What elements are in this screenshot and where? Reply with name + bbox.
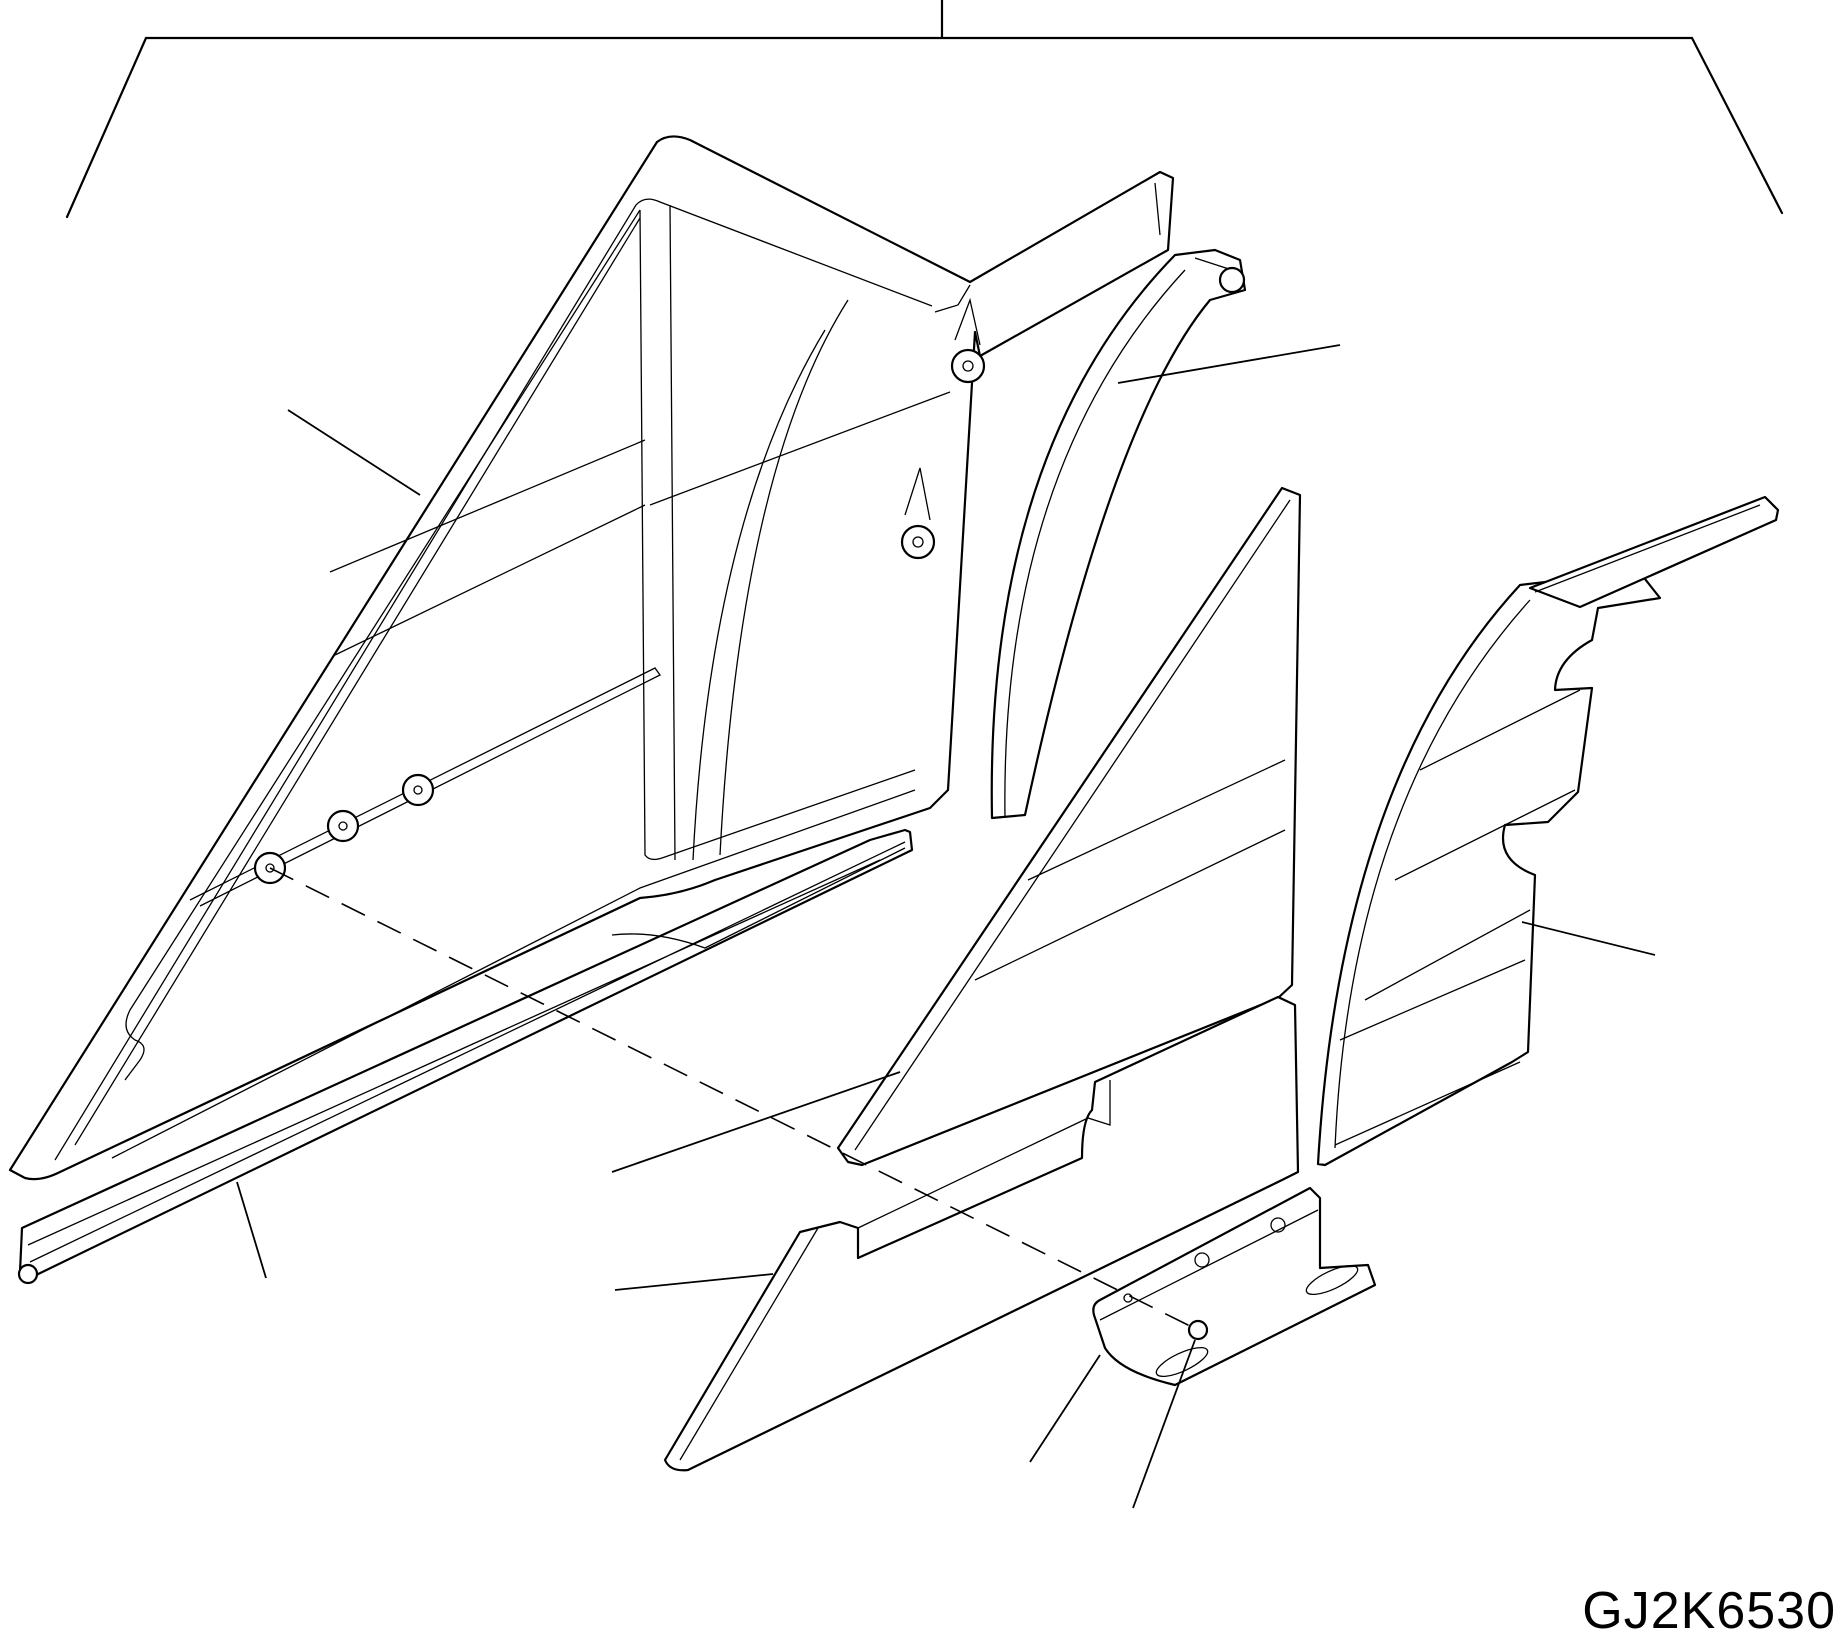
- leader-lines: [236, 344, 1656, 1509]
- mounting-bracket: [1092, 1186, 1377, 1387]
- wedge-panel-lower: [663, 995, 1300, 1472]
- sill-rail: [17, 828, 914, 1285]
- drawing-code: GJ2K6530: [1582, 1582, 1836, 1640]
- top-ledge-strip: [1528, 495, 1780, 609]
- alignment-centerline: [269, 867, 1199, 1331]
- triangular-trim-panel: [8, 135, 1175, 1181]
- rear-curved-panel: [1316, 558, 1662, 1167]
- arch-trim-strip: [990, 248, 1247, 820]
- assembly-bracket: [65, 0, 1784, 219]
- wedge-panel-upper: [836, 486, 1302, 1167]
